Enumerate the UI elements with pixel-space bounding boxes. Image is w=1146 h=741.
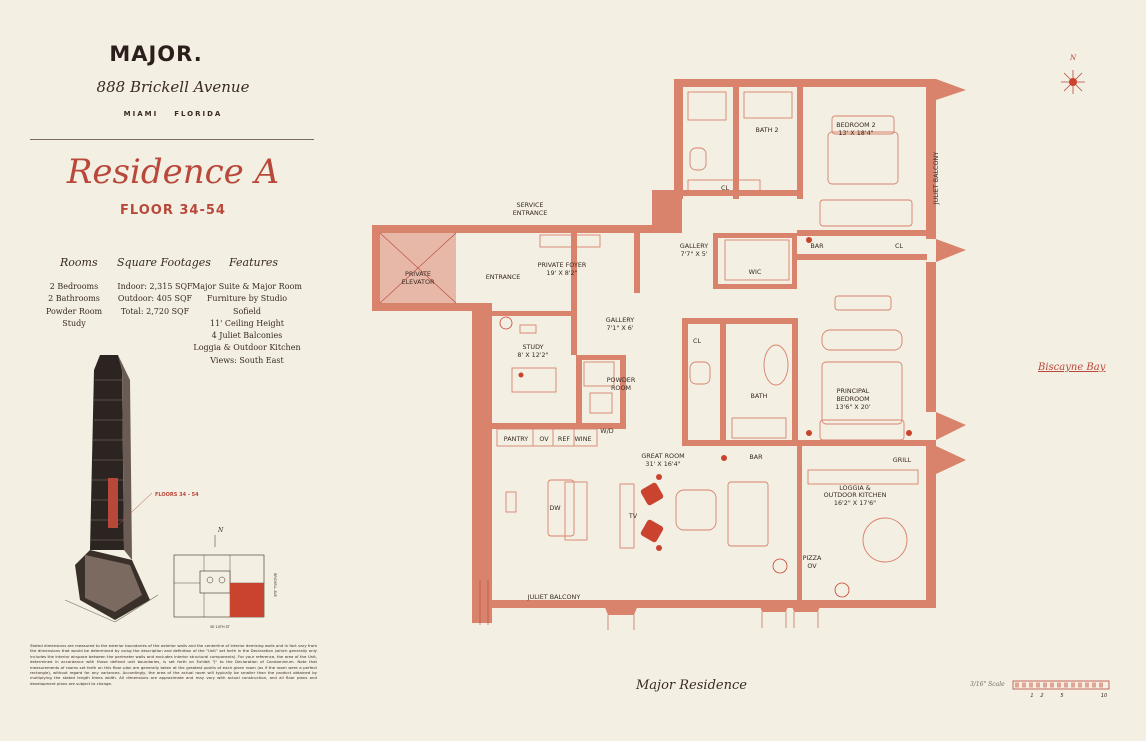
bay-label: Biscayne Bay xyxy=(1038,362,1106,373)
disclaimer: Stated dimensions are measured to the ex… xyxy=(30,643,317,686)
scale-tick: 1 xyxy=(1030,693,1033,699)
keyplan-street-bottom: SE 10TH ST xyxy=(210,625,231,629)
list-item: Major Suite & Major Room xyxy=(192,282,302,291)
label-tv: TV xyxy=(628,512,638,520)
rooms-heading: Rooms xyxy=(60,256,98,269)
city: MIAMI xyxy=(123,110,159,118)
keyplan-north-label: N xyxy=(217,527,224,534)
city-line: MIAMI FLORIDA xyxy=(0,110,346,118)
label-ov: OV xyxy=(539,435,549,443)
label-gallery-top: 7'7" X 5' xyxy=(680,250,707,258)
label-powder-room: ROOM xyxy=(611,384,631,392)
compass-rose: N xyxy=(1061,54,1085,94)
scale-tick: 5 xyxy=(1060,693,1063,699)
label-pizza-ov: OV xyxy=(807,562,817,570)
features-heading: Features xyxy=(229,256,279,269)
label-study: 8' X 12'2" xyxy=(517,351,548,359)
list-item: Total: 2,720 SQF xyxy=(120,306,190,316)
brand-logo: MAJOR. xyxy=(109,42,203,66)
scale-label: 3/16" Scale xyxy=(970,681,1005,688)
label-wic: WIC xyxy=(749,268,762,276)
scale-tick: 2 xyxy=(1040,693,1043,699)
floors-callout: FLOORS 34 - 54 xyxy=(155,492,199,498)
label-private-foyer: PRIVATE FOYER xyxy=(538,261,587,269)
label-bar-top: BAR xyxy=(810,242,824,250)
rooms-list: 2 Bedrooms 2 Bathrooms Powder Room Study xyxy=(40,281,108,330)
residence-title: Residence A xyxy=(66,152,280,192)
scale-bar: 1 2 5 10 xyxy=(1012,680,1110,699)
list-item: Study xyxy=(62,318,86,328)
compass-north-label: N xyxy=(1069,54,1077,62)
list-item: 2 Bathrooms xyxy=(48,294,100,304)
label-powder-room: POWDER xyxy=(607,376,636,384)
label-bath: BATH xyxy=(751,392,768,400)
label-private-elevator: ELEVATOR xyxy=(402,278,435,286)
label-entrance: ENTRANCE xyxy=(486,273,521,281)
label-loggia: OUTDOOR KITCHEN xyxy=(824,491,887,499)
label-private-foyer: 19' X 8'2" xyxy=(546,269,577,277)
label-bar-great: BAR xyxy=(749,453,763,461)
label-service-entrance: ENTRANCE xyxy=(513,209,548,217)
label-pizza-ov: PIZZA xyxy=(803,554,822,562)
label-principal: BEDROOM xyxy=(836,395,869,403)
list-item: 11' Ceiling Height xyxy=(209,318,285,328)
label-pantry: PANTRY xyxy=(504,435,529,443)
label-bedroom2: BEDROOM 2 xyxy=(836,121,875,129)
floor-range: FLOOR 34-54 xyxy=(120,203,226,218)
label-ref: REF xyxy=(558,435,570,443)
scale-tick: 10 xyxy=(1101,693,1107,699)
address: 888 Brickell Avenue xyxy=(96,78,250,96)
label-great-room: 31' X 16'4" xyxy=(645,460,680,468)
list-item: Indoor: 2,315 SQF xyxy=(117,282,193,291)
footage-list: Indoor: 2,315 SQF Outdoor: 405 SQF Total… xyxy=(112,281,198,318)
footer-title: Major Residence xyxy=(636,678,747,693)
label-gallery-mid: GALLERY xyxy=(606,316,635,324)
key-plan: N SE 10TH ST BRICKELL AVE xyxy=(173,527,277,629)
label-study: STUDY xyxy=(522,343,543,351)
list-item: Loggia & Outdoor Kitchen xyxy=(193,343,301,353)
list-item: Powder Room xyxy=(45,306,103,316)
label-loggia: 16'2" X 17'6" xyxy=(834,499,876,507)
label-juliet-balcony-bottom: JULIET BALCONY xyxy=(527,593,581,601)
label-juliet-balcony-right: JULIET BALCONY xyxy=(932,152,940,206)
divider xyxy=(30,139,314,140)
label-wd: W/D xyxy=(600,427,613,435)
label-principal: PRINCIPAL xyxy=(837,387,870,395)
tower-illustration xyxy=(64,355,159,623)
label-dw: DW xyxy=(549,504,561,512)
features-list: Major Suite & Major Room Furniture by St… xyxy=(192,281,302,367)
label-bedroom2: 13' X 18'4" xyxy=(838,129,873,137)
label-wine: WINE xyxy=(574,435,591,443)
label-principal: 13'6" X 20' xyxy=(835,403,870,411)
label-bath2: BATH 2 xyxy=(755,126,778,134)
label-grill: GRILL xyxy=(893,456,912,464)
label-cl-bath: CL xyxy=(693,337,701,345)
label-service-entrance: SERVICE xyxy=(517,201,544,209)
label-great-room: GREAT ROOM xyxy=(641,452,684,460)
list-item: 2 Bedrooms xyxy=(49,282,99,291)
label-private-elevator: PRIVATE xyxy=(405,270,431,278)
state: FLORIDA xyxy=(174,110,223,118)
label-cl-right: CL xyxy=(895,242,903,250)
label-loggia: LOGGIA & xyxy=(839,484,871,492)
list-item: Outdoor: 405 SQF xyxy=(117,294,193,304)
label-cl-top: CL xyxy=(721,184,729,192)
list-item: Furniture by Studio Sofield xyxy=(206,294,288,316)
footage-heading: Square Footages xyxy=(117,256,211,269)
list-item: Views: South East xyxy=(210,355,284,365)
keyplan-street-right: BRICKELL AVE xyxy=(273,573,277,597)
label-gallery-mid: 7'1" X 6' xyxy=(606,324,633,332)
label-gallery-top: GALLERY xyxy=(680,242,709,250)
list-item: 4 Juliet Balconies xyxy=(211,331,283,341)
